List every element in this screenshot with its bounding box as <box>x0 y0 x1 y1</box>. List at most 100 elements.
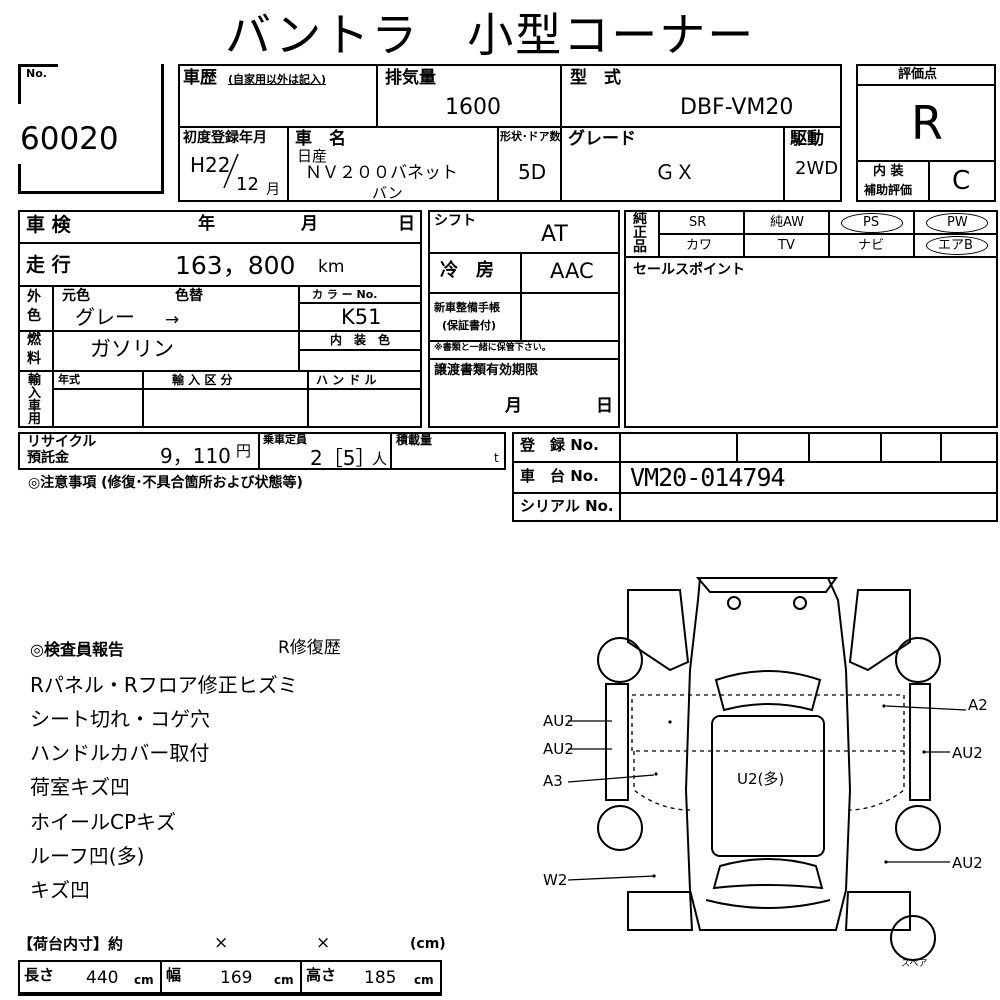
option-navi: ナビ <box>858 238 885 253</box>
interior-label-2: 補助評価 <box>864 183 913 197</box>
history-sub: (自家用以外は記入) <box>228 73 327 86</box>
capacity-value: 2［5］ <box>310 446 376 470</box>
grade-value: ＧＸ <box>655 160 695 184</box>
fuel-label-2: 料 <box>27 351 41 367</box>
color-change-label: 色替 <box>175 288 203 304</box>
recycle-unit: 円 <box>236 442 252 460</box>
model-code-value: DBF-VM20 <box>680 95 794 120</box>
maint-book-label-1: 新車整備手帳 <box>434 301 500 314</box>
shift-value: AT <box>541 222 568 247</box>
model-code-label: 型 式 <box>570 68 621 88</box>
car-name-maker: 日産 <box>297 147 328 165</box>
import-category-label: 輸 入 区 分 <box>172 373 233 387</box>
option-leather: カワ <box>686 238 713 253</box>
color-change-arrow: → <box>165 310 180 330</box>
sheet-no-value: 60020 <box>20 121 119 157</box>
color-label-1: 外 <box>27 289 41 305</box>
notes-header: ◎注意事項 (修復･不具合箇所および状態等) <box>28 475 303 491</box>
color-label-2: 色 <box>27 308 41 324</box>
maint-book-note: ※書類と一緒に保管下さい。 <box>434 343 551 353</box>
transfer-doc-month: 月 <box>505 396 522 416</box>
damage-mark-left-bottom: W2 <box>543 871 568 889</box>
inspector-header: ◎検査員報告 <box>30 640 124 659</box>
inspection-grid <box>18 210 422 428</box>
option-airbag: エアB <box>938 238 973 253</box>
fuel-label-1: 燃 <box>27 332 41 348</box>
grade-label: グレード <box>568 129 636 149</box>
recycle-label-1: リサイクル <box>27 434 97 450</box>
options-label: 純正品 <box>633 211 647 255</box>
sheet-no-box: No. 60020 <box>18 64 164 194</box>
shaken-label: 車 検 <box>26 214 71 236</box>
interior-color-label: 内 装 色 <box>330 333 391 347</box>
drive-label: 駆動 <box>790 129 824 149</box>
option-sr: SR <box>689 215 707 230</box>
cargo-header: 【荷台内寸】約 <box>18 935 124 953</box>
first-reg-label: 初度登録年月 <box>183 130 267 146</box>
first-reg-month-unit: 月 <box>266 182 280 198</box>
shift-label: シフト <box>434 213 476 229</box>
damage-mark-left-rear: A3 <box>543 772 563 790</box>
car-name-line1: ＮＶ２００バネット <box>305 163 458 183</box>
inspector-line: キズ凹 <box>30 878 90 902</box>
cargo-width-label: 幅 <box>166 966 182 984</box>
cargo-grid <box>18 960 442 994</box>
cargo-length-label: 長さ <box>24 966 55 984</box>
chassis-label: 車 台 No. <box>520 467 599 485</box>
drive-value: 2WD <box>795 158 839 179</box>
recycle-label-2: 預託金 <box>27 450 69 466</box>
inspector-line: Rパネル・Rフロア修正ヒズミ <box>30 673 298 697</box>
sheet-no-label: No. <box>26 67 47 80</box>
spare-label: スペア <box>901 959 928 969</box>
first-reg-era-year: H22 <box>190 153 231 177</box>
inspector-line: シート切れ・コゲ穴 <box>30 707 210 731</box>
damage-mark-left-front: AU2 <box>543 712 574 730</box>
damage-mark-right-rear: AU2 <box>952 854 983 872</box>
damage-mark-roof: U2(多) <box>737 770 785 788</box>
load-unit: t <box>494 451 499 465</box>
option-pw-circle <box>926 213 988 233</box>
inspector-line: ハンドルカバー取付 <box>30 741 210 765</box>
first-reg-month: 12 <box>236 174 259 195</box>
recycle-value: 9，110 <box>160 444 231 468</box>
damage-mark-right-front: A2 <box>968 696 988 714</box>
page-title: バントラ 小型コーナー <box>225 8 756 62</box>
cargo-height-value: 185 <box>364 968 397 988</box>
option-ps: PS <box>863 215 880 230</box>
aircon-label: 冷 房 <box>440 260 494 281</box>
options-grid <box>624 210 998 428</box>
cargo-x2: × <box>316 933 331 953</box>
fuel-value: ガソリン <box>90 337 174 361</box>
rating-label: 評価点 <box>898 67 938 82</box>
serial-label: シリアル No. <box>520 497 614 515</box>
history-label: 車歴 <box>183 68 217 88</box>
option-tv: TV <box>778 238 795 253</box>
shaken-month: 月 <box>301 214 318 234</box>
cargo-height-cm: cm <box>414 973 434 987</box>
displacement-value: 1600 <box>445 95 501 120</box>
option-genuine-aw: 純AW <box>770 215 805 230</box>
import-label: 輸入車用 <box>28 373 42 427</box>
displacement-label: 排気量 <box>385 68 436 88</box>
color-orig-label: 元色 <box>62 288 90 304</box>
cargo-length-value: 440 <box>86 968 119 988</box>
color-code-label: カ ラ ー No. <box>312 288 378 301</box>
mileage-label: 走 行 <box>26 254 71 276</box>
vehicle-info-grid <box>178 64 842 202</box>
cargo-x1: × <box>214 933 229 953</box>
inspector-line: ホイールCPキズ <box>30 810 177 834</box>
inspector-line: ルーフ凹(多) <box>30 844 145 868</box>
inspector-repair: R修復歴 <box>278 638 341 658</box>
maint-book-label-2: (保証書付) <box>442 319 497 332</box>
mileage-value: 163，800 <box>175 251 296 280</box>
rating-box <box>856 64 996 202</box>
transfer-doc-label: 譲渡書類有効期限 <box>434 363 539 378</box>
interior-label-1: 内 装 <box>873 164 904 179</box>
cargo-width-value: 169 <box>220 968 253 988</box>
option-ps-circle <box>841 213 903 233</box>
option-pw: PW <box>947 215 968 230</box>
import-year-label: 年式 <box>58 373 80 386</box>
import-handle-label: ハ ン ド ル <box>316 373 377 387</box>
shaken-day: 日 <box>398 214 415 234</box>
doors-label: 形状･ドア数 <box>500 130 561 143</box>
